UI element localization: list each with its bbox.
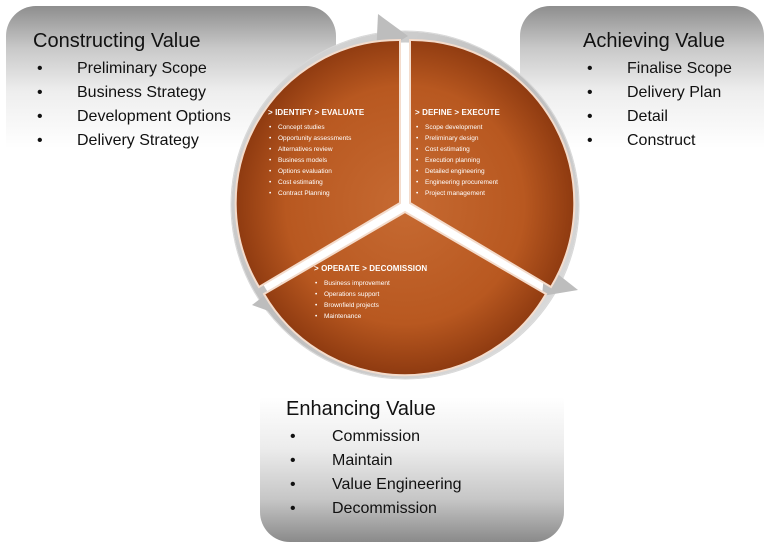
list-item: Maintenance bbox=[314, 311, 427, 322]
list-item: Finalise Scope bbox=[583, 57, 732, 81]
operate-decommission-list: Business improvement Operations support … bbox=[314, 278, 427, 322]
list-item: Execution planning bbox=[415, 155, 500, 166]
list-item: Cost estimating bbox=[268, 177, 364, 188]
list-item: Decommission bbox=[286, 497, 462, 521]
identify-evaluate-section: > IDENTIFY > EVALUATE Concept studies Op… bbox=[268, 108, 364, 199]
define-execute-list: Scope development Preliminary design Cos… bbox=[415, 122, 500, 199]
list-item: Detailed engineering bbox=[415, 166, 500, 177]
list-item: Value Engineering bbox=[286, 473, 462, 497]
list-item: Opportunity assessments bbox=[268, 133, 364, 144]
enhancing-value-list: Commission Maintain Value Engineering De… bbox=[286, 425, 462, 521]
list-item: Operations support bbox=[314, 289, 427, 300]
list-item: Business Strategy bbox=[33, 81, 231, 105]
list-item: Preliminary Scope bbox=[33, 57, 231, 81]
constructing-value-box: Constructing Value Preliminary Scope Bus… bbox=[33, 30, 231, 153]
list-item: Preliminary design bbox=[415, 133, 500, 144]
constructing-value-title: Constructing Value bbox=[33, 30, 201, 52]
define-execute-title: > DEFINE > EXECUTE bbox=[415, 108, 500, 117]
list-item: Delivery Plan bbox=[583, 81, 732, 105]
cycle-ring-outline bbox=[230, 30, 580, 380]
achieving-value-box: Achieving Value Finalise Scope Delivery … bbox=[583, 30, 732, 153]
list-item: Detail bbox=[583, 105, 732, 129]
list-item: Cost estimating bbox=[415, 144, 500, 155]
operate-decommission-title: > OPERATE > DECOMISSION bbox=[314, 264, 428, 273]
identify-evaluate-title: > IDENTIFY > EVALUATE bbox=[268, 108, 365, 117]
list-item: Delivery Strategy bbox=[33, 129, 231, 153]
list-item: Alternatives review bbox=[268, 144, 364, 155]
achieving-value-title: Achieving Value bbox=[583, 30, 725, 52]
achieving-value-list: Finalise Scope Delivery Plan Detail Cons… bbox=[583, 57, 732, 153]
constructing-value-list: Preliminary Scope Business Strategy Deve… bbox=[33, 57, 231, 153]
enhancing-value-box: Enhancing Value Commission Maintain Valu… bbox=[286, 398, 462, 521]
list-item: Commission bbox=[286, 425, 462, 449]
list-item: Construct bbox=[583, 129, 732, 153]
list-item: Maintain bbox=[286, 449, 462, 473]
list-item: Contract Planning bbox=[268, 188, 364, 199]
list-item: Project management bbox=[415, 188, 500, 199]
define-execute-section: > DEFINE > EXECUTE Scope development Pre… bbox=[415, 108, 500, 199]
list-item: Options evaluation bbox=[268, 166, 364, 177]
list-item: Concept studies bbox=[268, 122, 364, 133]
operate-decommission-section: > OPERATE > DECOMISSION Business improve… bbox=[314, 264, 427, 322]
enhancing-value-title: Enhancing Value bbox=[286, 398, 436, 420]
identify-evaluate-list: Concept studies Opportunity assessments … bbox=[268, 122, 364, 199]
list-item: Engineering procurement bbox=[415, 177, 500, 188]
list-item: Brownfield projects bbox=[314, 300, 427, 311]
list-item: Development Options bbox=[33, 105, 231, 129]
list-item: Business models bbox=[268, 155, 364, 166]
list-item: Scope development bbox=[415, 122, 500, 133]
list-item: Business improvement bbox=[314, 278, 427, 289]
